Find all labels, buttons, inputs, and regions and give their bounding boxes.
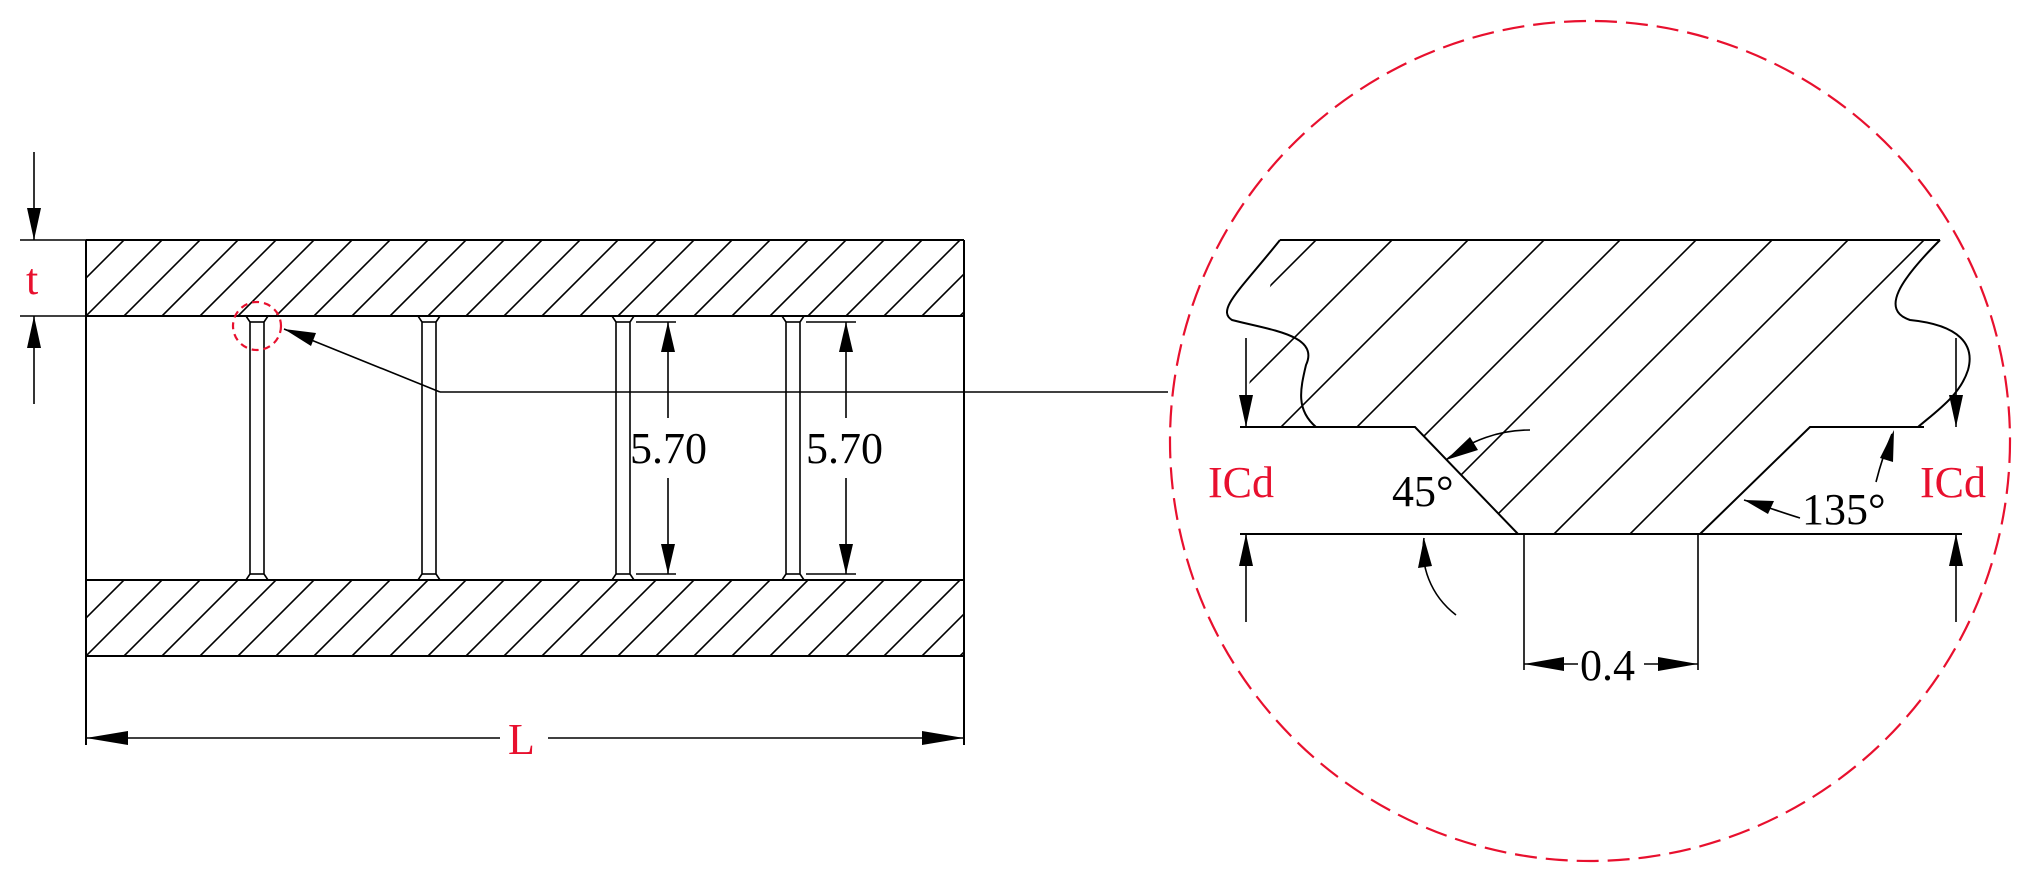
icd-dimension-left: ICd (1208, 338, 1274, 622)
top-wall-hatch (86, 240, 1112, 316)
hatch-line (998, 240, 1074, 316)
hatch-line (655, 580, 733, 656)
angle-135-dimension: 135° (1743, 430, 1894, 534)
hatch-line (465, 580, 543, 656)
diameter-dimension-1: 5.70 (630, 321, 707, 575)
hatch-line (1036, 580, 1112, 656)
hatch-line (693, 240, 771, 316)
hatch-line (1477, 240, 1773, 534)
hatch-line (693, 580, 771, 656)
length-dimension: L (86, 715, 964, 764)
hatch-line (845, 240, 923, 316)
icd-label-left: ICd (1208, 458, 1274, 507)
detail-leader (283, 328, 1168, 393)
hatch-line (617, 580, 695, 656)
groove-1 (245, 315, 269, 581)
hatch-line (845, 580, 923, 656)
hatch-line (807, 580, 885, 656)
angle-135-label: 135° (1802, 485, 1886, 534)
diameter-label-1: 5.70 (630, 424, 707, 473)
hatch-line (541, 240, 619, 316)
hatch-line (351, 240, 429, 316)
hatch-line (2010, 240, 2021, 534)
hatch-line (427, 240, 505, 316)
hatch-line (959, 310, 964, 316)
angle-45-dimension: 45° (1392, 429, 1531, 616)
hatch-line (86, 580, 125, 620)
hatch-line (86, 240, 163, 316)
thickness-label: t (26, 255, 38, 304)
groove-2 (417, 315, 441, 581)
groove-3 (611, 315, 635, 581)
hatch-line (769, 240, 847, 316)
hatch-line (731, 580, 809, 656)
hatch-line (123, 580, 201, 656)
hatch-line (921, 272, 964, 316)
hatch-line (731, 240, 809, 316)
hatch-line (86, 580, 163, 656)
hatch-line (275, 580, 353, 656)
icd-label-right: ICd (1920, 458, 1986, 507)
hatch-line (427, 580, 505, 656)
detail-view-boundary (1168, 19, 2012, 863)
groove-width-dimension: 0.4 (1523, 534, 1699, 690)
hatch-line (313, 580, 391, 656)
hatch-line (1240, 240, 1469, 534)
hatch-line (807, 240, 885, 316)
length-label: L (508, 715, 535, 764)
hatch-line (1553, 240, 1849, 534)
hatch-line (579, 240, 657, 316)
hatch-line (86, 240, 125, 280)
hatch-line (237, 240, 315, 316)
detail-callout-circle (231, 300, 283, 352)
thickness-dimension: t (20, 152, 86, 404)
hatch-line (959, 650, 964, 656)
groove-width-label: 0.4 (1580, 641, 1635, 690)
hatch-line (237, 580, 315, 656)
hatch-line (199, 240, 277, 316)
hatch-line (389, 240, 467, 316)
hatch-line (275, 240, 353, 316)
hatch-line (86, 580, 87, 582)
hatch-line (123, 240, 201, 316)
hatch-line (86, 240, 87, 242)
hatch-line (503, 580, 581, 656)
hatch-line (769, 580, 847, 656)
hatch-line (389, 580, 467, 656)
hatch-line (1629, 240, 1925, 534)
icd-dimension-right: ICd (1920, 338, 1986, 622)
hatch-line (1325, 240, 1621, 534)
diameter-label-2: 5.70 (806, 424, 883, 473)
hatch-line (161, 240, 239, 316)
hatch-line (1036, 240, 1112, 316)
hatch-line (883, 580, 961, 656)
hatch-line (465, 240, 543, 316)
hatch-line (921, 612, 964, 656)
hatch-line (199, 580, 277, 656)
hatch-line (655, 240, 733, 316)
hatch-line (351, 580, 429, 656)
angle-45-label: 45° (1392, 467, 1454, 516)
hatch-line (313, 240, 391, 316)
hatch-line (998, 580, 1074, 656)
hatch-line (1240, 240, 1241, 534)
hatch-line (617, 240, 695, 316)
groove-4 (781, 315, 805, 581)
hatch-line (161, 580, 239, 656)
detail-view: ICd ICd 45° 135° (1168, 19, 2021, 863)
bottom-wall-hatch (86, 580, 1112, 656)
hatch-line (883, 240, 961, 316)
hatch-line (541, 580, 619, 656)
detail-groove-profile (1240, 426, 1924, 535)
diameter-dimension-2: 5.70 (806, 321, 883, 575)
tube-section-view: 5.70 5.70 t L (20, 152, 1168, 764)
hatch-line (579, 580, 657, 656)
break-line-left (1226, 239, 1317, 428)
hatch-line (503, 240, 581, 316)
